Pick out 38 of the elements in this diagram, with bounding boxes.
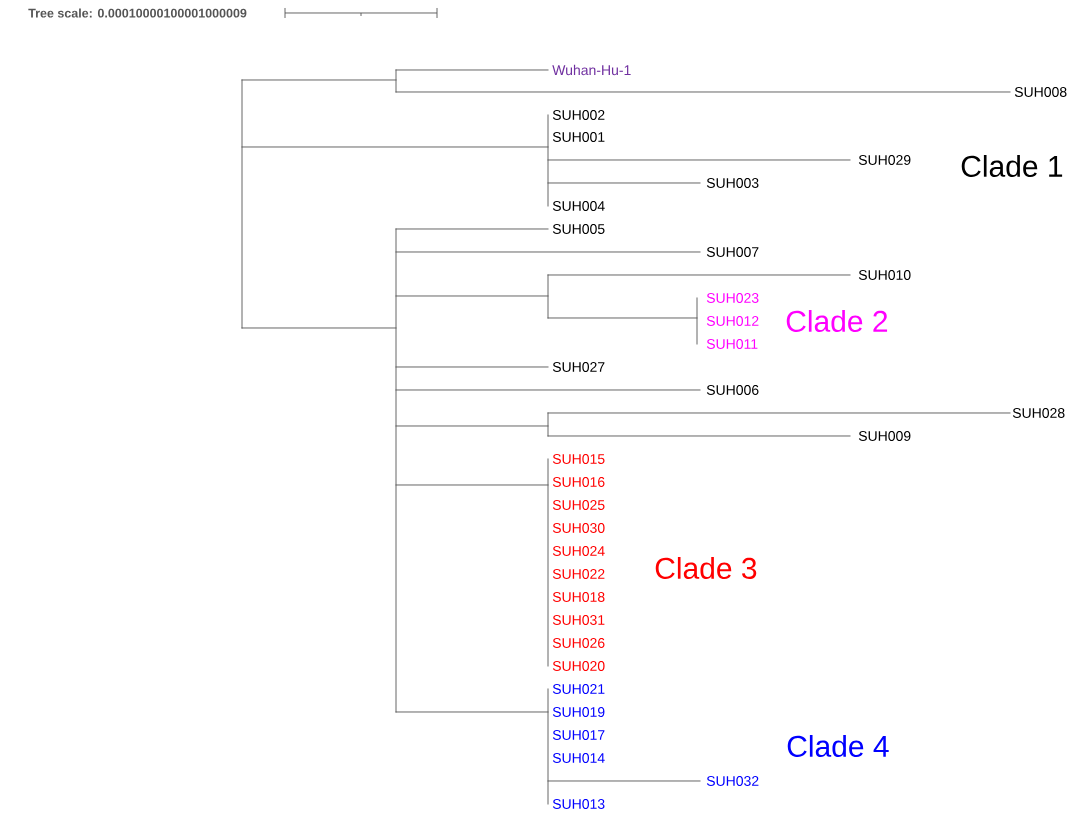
- leaf-label: SUH019: [552, 707, 605, 717]
- leaf-label: SUH032: [706, 776, 759, 786]
- leaf-label: SUH029: [858, 155, 911, 165]
- leaf-label: SUH027: [552, 362, 605, 372]
- leaf-label: SUH018: [552, 592, 605, 602]
- leaf-label: SUH025: [552, 500, 605, 510]
- leaf-label: SUH017: [552, 730, 605, 740]
- leaf-label: SUH005: [552, 224, 605, 234]
- leaf-label: SUH007: [706, 247, 759, 257]
- leaf-label: SUH024: [552, 546, 605, 556]
- leaf-label: SUH009: [858, 431, 911, 441]
- leaf-label: SUH028: [1012, 408, 1065, 418]
- clade-label: Clade 3: [655, 557, 757, 579]
- leaf-label: SUH003: [706, 178, 759, 188]
- clade-label: Clade 2: [786, 310, 888, 332]
- clade-label: Clade 4: [787, 735, 889, 757]
- scale-label: Tree scale: 0.00010000100001000009: [28, 8, 247, 18]
- leaf-label: SUH015: [552, 454, 605, 464]
- leaf-label: SUH008: [1014, 87, 1067, 97]
- leaf-label: SUH004: [552, 201, 605, 211]
- leaf-label: SUH016: [552, 477, 605, 487]
- leaf-label: SUH031: [552, 615, 605, 625]
- leaf-label: SUH001: [552, 132, 605, 142]
- leaf-label: SUH012: [706, 316, 759, 326]
- leaf-label: SUH023: [706, 293, 759, 303]
- leaf-label: SUH022: [552, 569, 605, 579]
- clade-label: Clade 1: [961, 155, 1063, 177]
- leaf-label: SUH020: [552, 661, 605, 671]
- leaf-label: SUH014: [552, 753, 605, 763]
- leaf-label: SUH002: [552, 110, 605, 120]
- leaf-label: SUH021: [552, 684, 605, 694]
- leaf-label: SUH030: [552, 523, 605, 533]
- leaf-label: SUH013: [552, 799, 605, 809]
- leaf-label: SUH011: [706, 339, 758, 349]
- leaf-label: SUH006: [706, 385, 759, 395]
- leaf-label: Wuhan-Hu-1: [552, 64, 631, 76]
- leaf-label: SUH010: [858, 270, 911, 280]
- leaf-label: SUH026: [552, 638, 605, 648]
